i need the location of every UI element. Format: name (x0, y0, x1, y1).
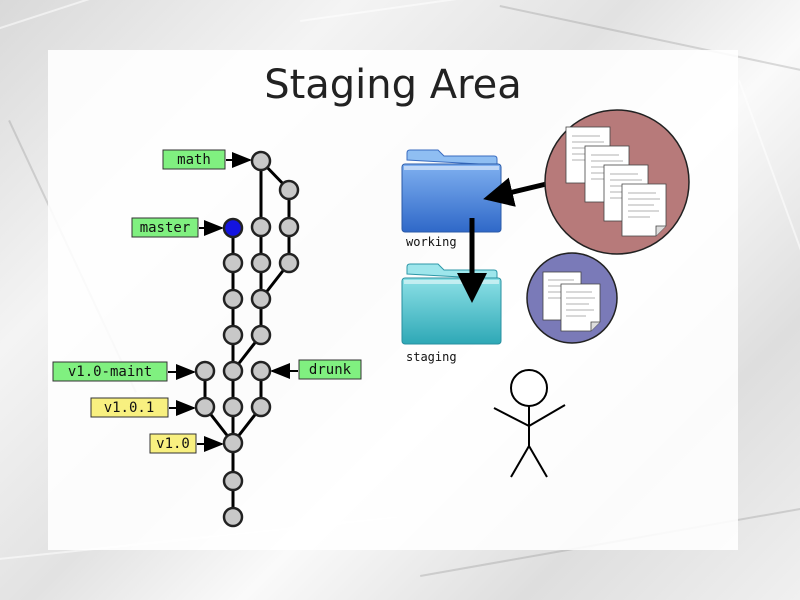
tag-label-v10-text: v1.0 (156, 436, 190, 452)
commit-node (222, 506, 244, 528)
commit-nodes (194, 150, 300, 528)
stick-figure-icon (493, 369, 566, 478)
folder-label-working: working (406, 235, 457, 249)
branch-label-drunk-text: drunk (309, 362, 352, 378)
commit-node (250, 324, 272, 346)
commit-node (278, 179, 300, 201)
commit-node (250, 288, 272, 310)
commit-node (278, 216, 300, 238)
slide-title: Staging Area (264, 62, 522, 108)
folder-icon (401, 149, 502, 233)
branch-label-math-text: math (177, 152, 211, 168)
commit-node (222, 396, 244, 418)
commit-node (250, 150, 272, 172)
branch-label-math: math (162, 149, 252, 170)
branch-label-maint-text: v1.0-maint (68, 364, 152, 380)
staged-files-circle (526, 252, 618, 344)
tag-label-v101-text: v1.0.1 (104, 400, 155, 416)
commit-node (222, 252, 244, 274)
document-icon (621, 183, 667, 237)
commit-node (250, 360, 272, 382)
tag-label-v10: v1.0 (149, 433, 224, 454)
commit-node (222, 288, 244, 310)
commit-node (250, 396, 272, 418)
commit-node (278, 252, 300, 274)
branch-label-master-text: master (140, 220, 191, 236)
commit-node (194, 396, 216, 418)
branch-label-drunk: drunk (270, 359, 362, 380)
commit-node (194, 360, 216, 382)
working-files-circle (544, 109, 690, 255)
commit-node (222, 432, 244, 454)
folder-icon (401, 263, 502, 345)
document-icon (560, 283, 601, 332)
commit-graph-edges (203, 159, 291, 517)
commit-node (250, 252, 272, 274)
commit-node (222, 470, 244, 492)
commit-node-head (222, 217, 244, 239)
commit-node (222, 324, 244, 346)
folder-label-staging: staging (406, 350, 457, 364)
commit-node (222, 360, 244, 382)
tag-label-v101: v1.0.1 (90, 397, 196, 418)
commit-node (250, 216, 272, 238)
branch-label-master: master (131, 217, 224, 238)
branch-label-maint: v1.0-maint (52, 361, 196, 382)
